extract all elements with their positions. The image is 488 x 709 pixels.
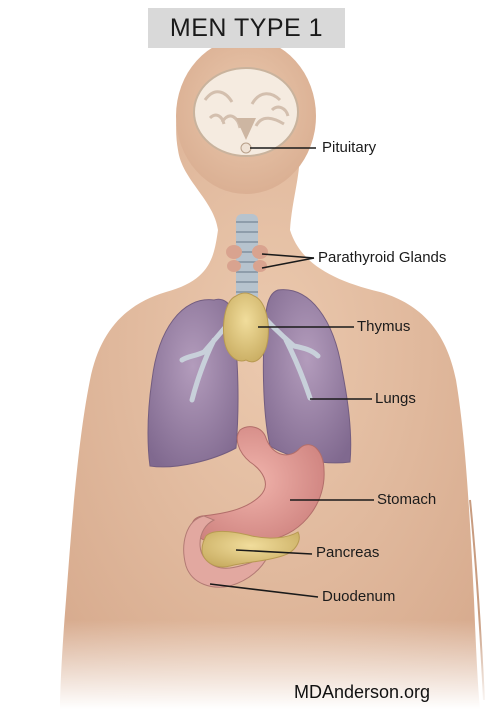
page-title: MEN TYPE 1	[170, 14, 323, 43]
source-credit: MDAnderson.org	[294, 682, 430, 703]
label-duodenum: Duodenum	[322, 588, 395, 605]
label-stomach: Stomach	[377, 491, 436, 508]
trachea	[236, 214, 258, 304]
brain-icon	[194, 68, 298, 156]
label-pituitary: Pituitary	[322, 139, 376, 156]
label-lungs: Lungs	[375, 390, 416, 407]
label-pancreas: Pancreas	[316, 544, 379, 561]
label-parathyroid-glands: Parathyroid Glands	[318, 249, 446, 266]
label-thymus: Thymus	[357, 318, 410, 335]
title-banner: MEN TYPE 1	[148, 8, 345, 48]
